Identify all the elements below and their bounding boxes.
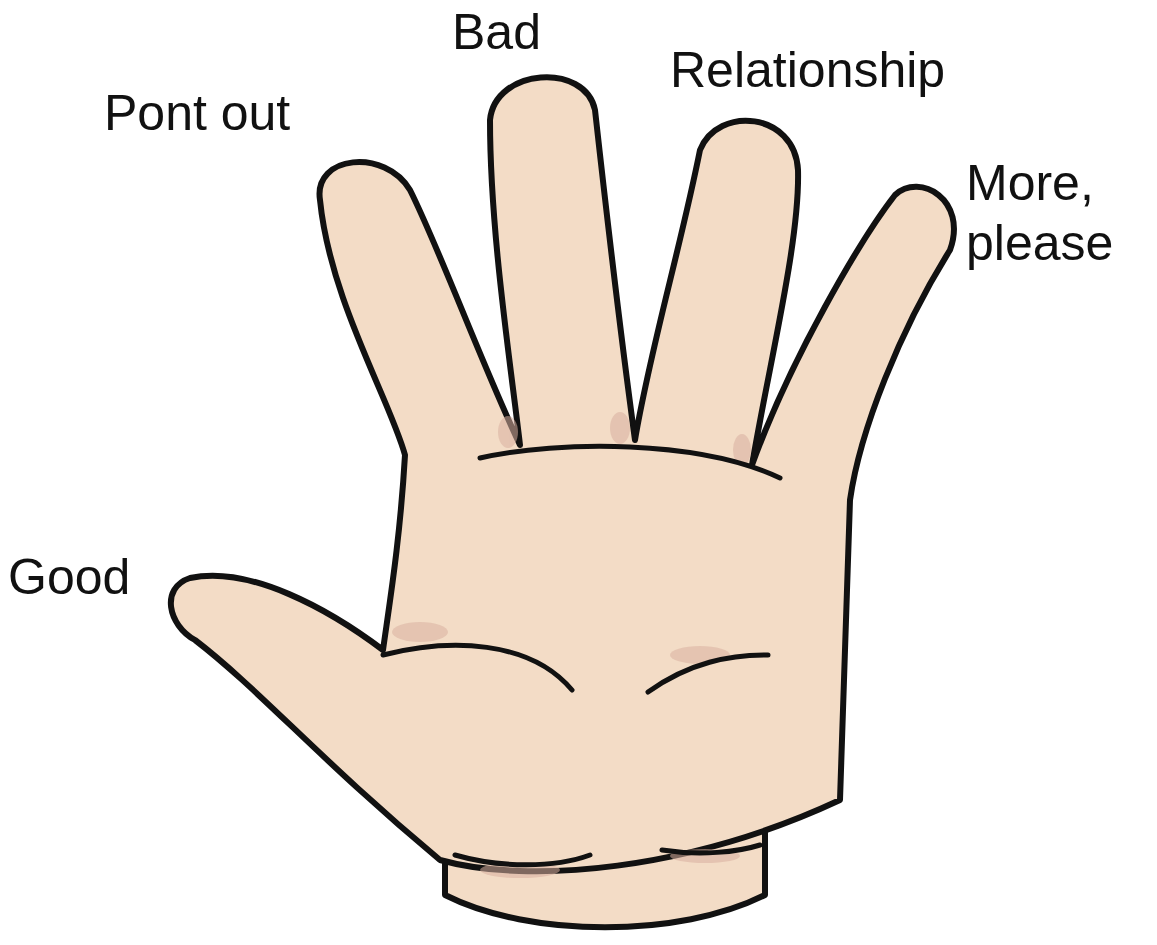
crease [662,845,760,853]
shade [498,416,518,448]
finger-label: Bad [452,2,541,62]
hand-outline [171,77,954,871]
shade [610,412,630,444]
crease [383,645,572,690]
finger-label: Relationship [670,40,945,100]
crease [455,855,590,865]
shade [392,622,448,642]
finger-label: Pont out [104,83,290,143]
palm-creases [383,446,780,864]
crease [480,446,780,478]
crease [648,655,768,692]
finger-label: Good [8,547,130,607]
finger-label: More, please [966,153,1151,273]
